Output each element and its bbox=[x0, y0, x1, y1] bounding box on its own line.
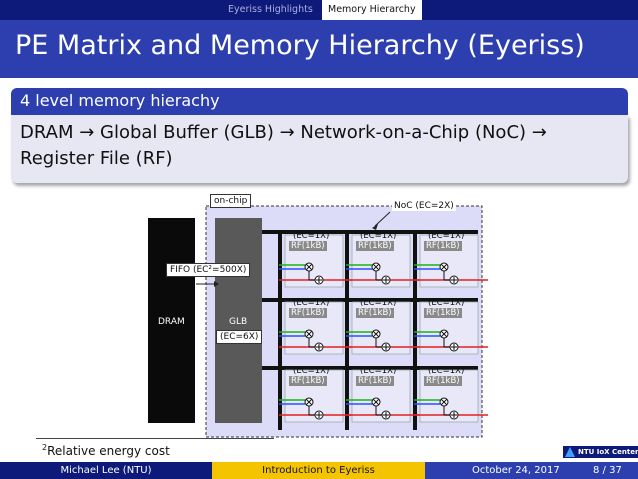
footnote-mark: 2 bbox=[42, 443, 48, 452]
noc-col-bus bbox=[345, 230, 349, 430]
footer-talk-title: Introduction to Eyeriss bbox=[212, 462, 425, 479]
footer-date: October 24, 2017 bbox=[472, 465, 560, 476]
slide-title: PE Matrix and Memory Hierarchy (Eyeriss) bbox=[15, 30, 585, 61]
pe-energy-label: (EC=1X) bbox=[293, 231, 330, 241]
block-line-2: Register File (RF) bbox=[20, 148, 173, 169]
noc-pointer-head bbox=[372, 224, 378, 230]
pe-energy-label: (EC=1X) bbox=[428, 231, 465, 241]
nav-eyeriss-highlights[interactable]: Eyeriss Highlights bbox=[228, 4, 313, 15]
multiply-stroke bbox=[305, 263, 313, 271]
noc-label: NoC (EC=2X) bbox=[392, 201, 456, 211]
pe-register-file-label: RF(1kB) bbox=[424, 376, 462, 386]
glb-label: GLB bbox=[229, 317, 248, 327]
fifo-label: FIFO (EC²=500X) bbox=[166, 263, 251, 277]
pe-energy-label: (EC=1X) bbox=[360, 231, 397, 241]
pe-energy-label: (EC=1X) bbox=[360, 366, 397, 376]
block-header: 4 level memory hierachy bbox=[11, 88, 628, 115]
footer-author: Michael Lee (NTU) bbox=[0, 462, 212, 479]
pe-energy-label: (EC=1X) bbox=[428, 366, 465, 376]
logo-icon bbox=[565, 447, 575, 457]
footnote-rule bbox=[36, 438, 274, 439]
footer-bar: Michael Lee (NTU) Introduction to Eyeris… bbox=[0, 462, 638, 479]
pe-register-file-label: RF(1kB) bbox=[356, 376, 394, 386]
pe-energy-label: (EC=1X) bbox=[293, 298, 330, 308]
dram-block bbox=[148, 218, 195, 423]
memory-hierarchy-diagram: on-chip NoC (EC=2X) FIFO (EC²=500X) DRAM… bbox=[0, 190, 638, 440]
slide-title-bar: PE Matrix and Memory Hierarchy (Eyeriss) bbox=[0, 20, 638, 78]
noc-row-bus bbox=[262, 366, 478, 370]
noc-row-bus bbox=[262, 230, 478, 234]
nav-memory-hierarchy[interactable]: Memory Hierarchy bbox=[322, 0, 422, 20]
ntu-iox-logo: NTU IoX Center bbox=[563, 446, 638, 458]
pe-energy-label: (EC=1X) bbox=[360, 298, 397, 308]
pe-register-file-label: RF(1kB) bbox=[289, 241, 327, 251]
multiply-stroke bbox=[440, 398, 448, 406]
on-chip-label: on-chip bbox=[210, 194, 252, 208]
block-line-1: DRAM → Global Buffer (GLB) → Network-on-… bbox=[20, 122, 547, 143]
pe-energy-label: (EC=1X) bbox=[428, 298, 465, 308]
footnote-text: Relative energy cost bbox=[47, 444, 170, 458]
block-heading: 4 level memory hierachy bbox=[20, 91, 220, 110]
noc-col-bus bbox=[278, 230, 282, 430]
pe-grid bbox=[262, 230, 488, 430]
pe-energy-label: (EC=1X) bbox=[293, 366, 330, 376]
pe-register-file-label: RF(1kB) bbox=[424, 308, 462, 318]
pe-register-file-label: RF(1kB) bbox=[289, 376, 327, 386]
multiply-stroke bbox=[372, 330, 380, 338]
pe-register-file-label: RF(1kB) bbox=[356, 241, 394, 251]
pe-register-file-label: RF(1kB) bbox=[424, 241, 462, 251]
block-body: DRAM → Global Buffer (GLB) → Network-on-… bbox=[11, 115, 628, 183]
glb-block bbox=[215, 218, 262, 423]
multiply-stroke bbox=[440, 330, 448, 338]
noc-col-bus bbox=[413, 230, 417, 430]
multiply-stroke bbox=[440, 263, 448, 271]
footer-page-number: 8 / 37 bbox=[593, 465, 622, 476]
fifo-arrowhead bbox=[214, 281, 219, 287]
multiply-stroke bbox=[372, 263, 380, 271]
multiply-stroke bbox=[305, 398, 313, 406]
multiply-stroke bbox=[305, 330, 313, 338]
noc-row-bus bbox=[262, 298, 478, 302]
noc-pointer bbox=[374, 211, 391, 227]
section-nav: Eyeriss Highlights Memory Hierarchy bbox=[0, 0, 638, 20]
multiply-stroke bbox=[372, 398, 380, 406]
footnote: 2Relative energy cost bbox=[42, 443, 170, 458]
footer-right: October 24, 2017 8 / 37 bbox=[425, 462, 638, 479]
pe-register-file-label: RF(1kB) bbox=[289, 308, 327, 318]
glb-ec-label: (EC=6X) bbox=[216, 330, 263, 344]
logo-text: NTU IoX Center bbox=[578, 448, 638, 456]
pe-register-file-label: RF(1kB) bbox=[356, 308, 394, 318]
dram-label: DRAM bbox=[158, 317, 185, 327]
